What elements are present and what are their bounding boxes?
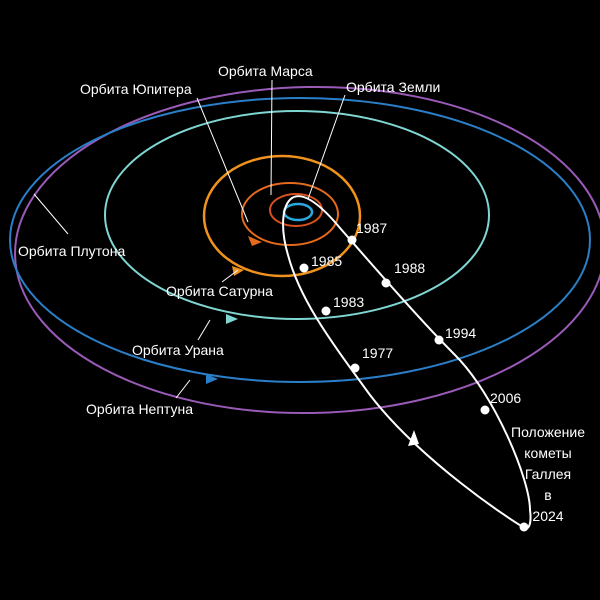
comet-position-line-2: кометы (524, 445, 572, 461)
comet-dot-1994 (434, 335, 444, 345)
comet-position-line-5: 2024 (532, 508, 563, 524)
comet-position-line-3: Галлея (525, 466, 571, 482)
uranus-direction-arrow (226, 314, 238, 324)
neptune-orbit-label: Орбита Нептуна (86, 401, 193, 417)
jupiter-direction-arrow (248, 236, 262, 246)
neptune-label-pointer (175, 379, 191, 399)
earth-orbit (282, 202, 314, 222)
saturn-direction-arrow (232, 266, 244, 276)
comet-dot-1985 (299, 263, 309, 273)
neptune-direction-arrow (206, 374, 218, 384)
year-label-2006: 2006 (490, 390, 521, 406)
comet-dot-2024 (519, 522, 529, 532)
comet-dot-2006 (480, 405, 490, 415)
pluto-orbit (14, 85, 600, 415)
comet-position-line-4: в (544, 487, 551, 503)
jupiter-orbit (241, 182, 339, 246)
pluto-label-pointer (33, 193, 69, 235)
jupiter-orbit-label: Орбита Юпитера (80, 81, 192, 97)
mars-orbit (269, 193, 323, 227)
year-label-1977: 1977 (362, 345, 393, 361)
year-label-1985: 1985 (311, 253, 342, 269)
comet-dot-1983 (321, 306, 331, 316)
uranus-label-pointer (197, 319, 211, 341)
earth-orbit-label: Орбита Земли (346, 79, 440, 95)
jupiter-label-pointer (196, 97, 249, 223)
mars-label-pointer (270, 79, 273, 196)
pluto-orbit-label: Орбита Плутона (18, 243, 125, 259)
year-label-1983: 1983 (333, 294, 364, 310)
comet-dot-1988 (381, 278, 391, 288)
uranus-orbit (104, 110, 490, 320)
comet-position-line-1: Положение (511, 424, 585, 440)
comet-dot-1977 (350, 363, 360, 373)
saturn-orbit (202, 154, 362, 278)
mars-orbit-label: Орбита Марса (218, 63, 313, 79)
year-label-1987: 1987 (356, 220, 387, 236)
comet-direction-arrow (408, 430, 419, 446)
year-label-1988: 1988 (394, 260, 425, 276)
saturn-label-pointer (221, 269, 239, 283)
comet-dot-1987 (347, 235, 357, 245)
year-label-1994: 1994 (445, 325, 476, 341)
saturn-orbit-label: Орбита Сатурна (166, 283, 273, 299)
neptune-orbit (9, 97, 591, 383)
uranus-orbit-label: Орбита Урана (132, 342, 224, 358)
earth-label-pointer (307, 94, 346, 200)
halley-comet-orbit (282, 195, 532, 530)
